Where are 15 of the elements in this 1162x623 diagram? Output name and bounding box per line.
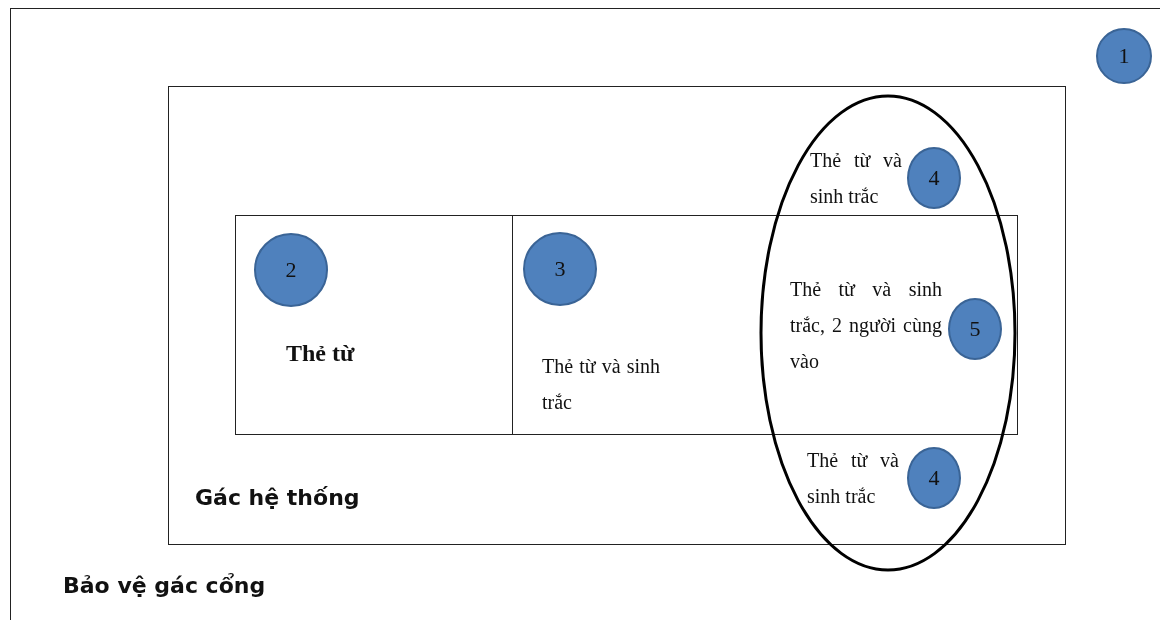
zone-box: [10, 8, 1160, 620]
zone-text: Thẻ từ và sinh trắc: [810, 148, 902, 209]
zone-title: Gác hệ thống: [195, 485, 360, 510]
zone-text: Thẻ từ và sinh trắc, 2 người cùng vào: [790, 277, 942, 374]
zone-text: Thẻ từ và sinh trắc: [542, 354, 660, 415]
number-circle: 3: [523, 232, 597, 306]
number-circle: 4: [907, 447, 961, 509]
number-circle: 2: [254, 233, 328, 307]
number-circle: 1: [1096, 28, 1152, 84]
number-circle: 5: [948, 298, 1002, 360]
zone-box: [235, 215, 513, 435]
number-circle: 4: [907, 147, 961, 209]
zone-text: Thẻ từ: [286, 339, 355, 368]
zone-text: Thẻ từ và sinh trắc: [807, 448, 899, 509]
zone-title: Bảo vệ gác cổng: [63, 573, 266, 598]
